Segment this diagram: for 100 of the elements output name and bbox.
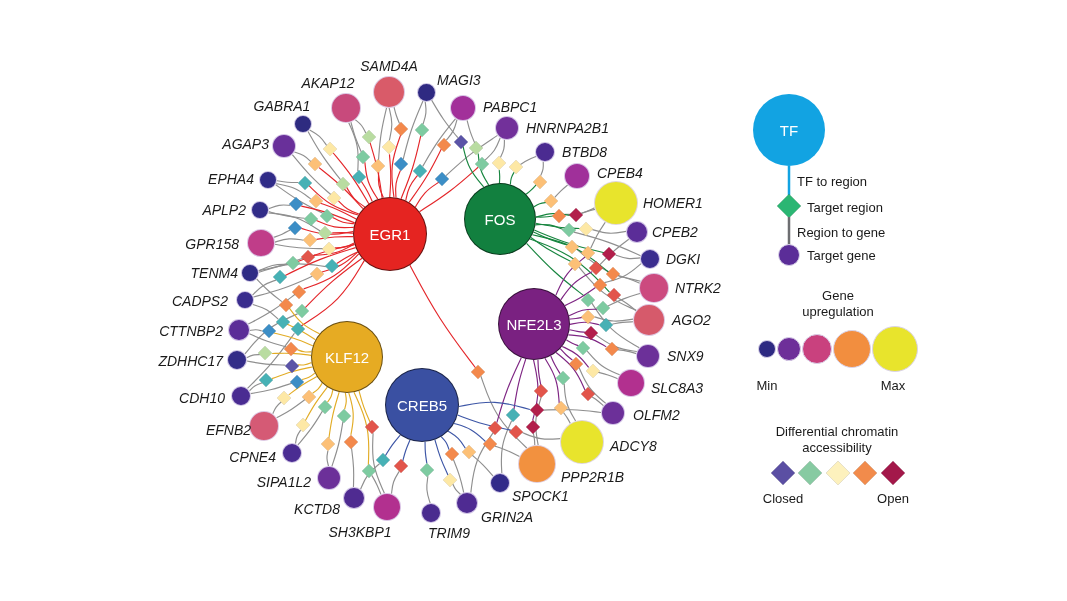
connector-line	[525, 184, 537, 195]
gene-label: OLFM2	[633, 407, 680, 423]
connector-line	[434, 439, 449, 476]
gene-circle	[640, 249, 660, 269]
legend-label: Target gene	[807, 247, 876, 263]
gene-label: CTTNBP2	[159, 323, 223, 339]
connector-line	[560, 271, 593, 301]
region-diamond	[581, 246, 596, 261]
connector-line	[409, 264, 477, 369]
connector-line	[447, 430, 466, 449]
region-diamond	[578, 222, 593, 237]
connector-line	[331, 421, 344, 467]
gene-circle	[317, 466, 341, 490]
connector-line	[535, 397, 542, 446]
connector-line	[595, 334, 638, 353]
region-diamond	[320, 437, 335, 452]
connector-line	[532, 359, 539, 421]
connector-line	[569, 321, 600, 326]
connector-line	[578, 367, 607, 404]
connector-line	[304, 386, 328, 422]
gene-circle	[564, 163, 590, 189]
connector-line	[300, 260, 365, 327]
connector-line	[564, 287, 597, 307]
region-diamond	[351, 169, 366, 184]
connector-line	[480, 375, 528, 449]
region-diamond	[534, 384, 549, 399]
connector-line	[372, 432, 385, 494]
region-diamond	[585, 363, 600, 378]
legend-label: Max	[880, 377, 906, 393]
connector-line	[568, 308, 598, 317]
region-diamond	[444, 446, 459, 461]
connector-line	[344, 392, 347, 410]
region-diamond	[525, 420, 540, 435]
gene-label: GPR158	[185, 236, 239, 252]
region-diamond	[375, 452, 390, 467]
connector-line	[247, 293, 296, 325]
connector-line	[268, 211, 306, 219]
connector-line	[484, 137, 501, 161]
region-diamond	[287, 221, 302, 235]
legend-label: Min	[756, 377, 778, 393]
connector-line	[513, 358, 527, 410]
region-diamond	[606, 267, 621, 282]
gene-label: AGAP3	[222, 136, 269, 152]
region-diamond	[259, 373, 274, 388]
connector-line	[275, 183, 312, 200]
region-diamond	[420, 462, 435, 477]
connector-line	[616, 349, 637, 355]
region-diamond	[555, 371, 570, 386]
gene-label: AKAP12	[301, 75, 355, 91]
connector-line	[496, 357, 522, 424]
region-diamond	[469, 141, 484, 156]
connector-line	[597, 371, 619, 380]
connector-line	[457, 414, 512, 431]
connector-line	[267, 212, 321, 232]
region-diamond	[569, 208, 584, 223]
connector-line	[535, 212, 571, 218]
connector-line	[533, 231, 568, 246]
connector-line	[544, 357, 560, 404]
transcription-factor-circle: CREB5	[385, 368, 459, 442]
gene-circle	[594, 181, 638, 225]
region-diamond	[310, 267, 325, 282]
gene-circle	[518, 445, 556, 483]
region-diamond	[471, 365, 486, 379]
connector-line	[384, 434, 401, 457]
region-diamond	[606, 287, 621, 302]
gene-label: SLC8A3	[651, 380, 704, 396]
connector-line	[426, 475, 431, 504]
region-diamond	[412, 163, 427, 178]
connector-line	[559, 348, 573, 361]
connector-line	[408, 148, 442, 203]
connector-line	[336, 251, 359, 265]
connector-line	[400, 135, 422, 200]
gene-label: APLP2	[202, 202, 246, 218]
connector-line	[271, 366, 313, 380]
gene-circle	[373, 76, 405, 108]
region-diamond	[308, 194, 323, 209]
region-diamond	[290, 374, 305, 389]
connector-line	[301, 372, 316, 381]
region-diamond	[482, 437, 497, 451]
gene-label: MAGI3	[437, 72, 481, 88]
connector-line	[561, 345, 590, 369]
gene-circle	[331, 93, 361, 123]
region-diamond	[442, 473, 457, 487]
connector-line	[244, 313, 299, 355]
connector-line	[350, 121, 362, 153]
region-diamond	[288, 197, 303, 212]
region-diamond	[453, 134, 468, 149]
connector-line	[471, 454, 494, 477]
connector-line	[424, 441, 428, 464]
region-diamond	[592, 277, 607, 292]
region-diamond	[361, 129, 376, 144]
connector-line	[563, 412, 571, 424]
region-diamond	[278, 297, 293, 312]
connector-line	[581, 208, 596, 215]
connector-line	[326, 389, 334, 403]
gene-label: NTRK2	[675, 280, 721, 296]
connector-line	[603, 263, 642, 284]
connector-line	[300, 205, 356, 224]
region-diamond	[565, 239, 580, 254]
connector-line	[246, 332, 295, 389]
